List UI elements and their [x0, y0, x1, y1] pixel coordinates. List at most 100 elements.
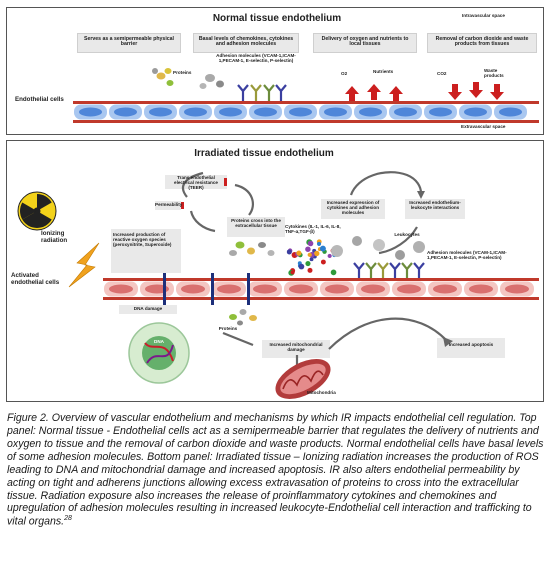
ionizing-radiation-label: Ionizing radiation — [41, 230, 68, 244]
top-panel-title: Normal tissue endothelium — [212, 13, 342, 24]
cytokine-dot — [296, 250, 302, 256]
waste-products-label: Waste products — [484, 68, 504, 78]
feedback-arrow — [189, 210, 216, 233]
mito-damage-label: Increased mitochondrial damage — [269, 342, 323, 352]
cell-nucleus — [499, 107, 522, 117]
protein-blob — [166, 80, 174, 86]
cell-nucleus — [429, 107, 452, 117]
cell-nucleus — [254, 107, 277, 117]
extravasated-proteins — [229, 309, 257, 326]
dna-label: DNA — [154, 339, 164, 344]
permeability-box — [155, 201, 181, 210]
cytokine-dot — [307, 267, 313, 273]
cytokine-expression-label: Increased expression of cytokines and ad… — [326, 200, 380, 215]
cell-nucleus — [469, 284, 493, 294]
adhesion-molecule-icon — [275, 84, 287, 101]
irradiated-tissue-panel: Irradiated tissue endothelium — [6, 140, 544, 402]
cytokines-label: Cytokines (IL-1, IL-6, IL-8, TNF-α,TGF-β… — [285, 224, 341, 234]
cell-nucleus — [289, 284, 313, 294]
cytokine-dot — [290, 270, 295, 275]
vessel-wall-bottom — [73, 120, 539, 123]
cell-nucleus — [324, 107, 347, 117]
irradiated-wall-top — [103, 278, 539, 281]
info-box-basal-text: Basal levels of chemokines, cytokines an… — [198, 36, 294, 48]
caption-text: Figure 2. Overview of vascular endotheli… — [7, 412, 544, 528]
ros-box — [111, 229, 181, 273]
bottom-panel-title: Irradiated tissue endothelium — [194, 148, 334, 159]
adhesion-molecules-group — [237, 84, 287, 101]
info-box-barrier-text: Serves as a semipermeable physical barri… — [84, 36, 174, 48]
mitochondria-label: Mitochondria — [307, 390, 336, 395]
figure-caption: Figure 2. Overview of vascular endotheli… — [7, 412, 547, 529]
endothelial-cells-label: Endothelial cells — [15, 96, 64, 103]
info-box-delivery-text: Delivery of oxygen and nutrients to loca… — [321, 36, 409, 48]
cell-nucleus — [149, 107, 172, 117]
bottom-adhesion-molecules — [353, 262, 425, 279]
cell-nucleus — [217, 284, 241, 294]
cell-nucleus — [397, 284, 421, 294]
mito-damage-box — [262, 340, 330, 358]
cytokine-dot — [319, 245, 326, 252]
dna-damage-box — [119, 305, 177, 314]
o2-arrow-icon — [345, 86, 359, 102]
cell-nucleus — [505, 284, 529, 294]
cytokine-dot — [305, 246, 311, 252]
apoptosis-box — [437, 338, 505, 358]
dna-damage-label: DNA damage — [133, 306, 163, 311]
nutrient-arrow-icon — [389, 86, 403, 102]
o2-label: O2 — [341, 71, 348, 76]
info-box-basal-levels: Basal levels of chemokines, cytokines an… — [193, 33, 299, 53]
feedback-arrow — [181, 171, 204, 198]
protein-blob — [205, 74, 215, 82]
cytokine-dot — [316, 241, 322, 246]
cytokine-dot — [330, 269, 337, 276]
leukocyte-interaction-box — [405, 199, 465, 219]
proteins-below-label: Proteins — [218, 326, 238, 331]
lightning-bolt-icon — [68, 242, 100, 288]
vessel-wall-top — [73, 101, 539, 104]
ros-label: Increased production of reactive oxygen … — [113, 232, 172, 247]
teer-indicator — [224, 178, 227, 186]
mitochondria-icon — [275, 359, 331, 399]
delivery-arrows — [345, 84, 403, 102]
cytokine-dot — [320, 259, 326, 265]
proteins-cross-box — [227, 217, 285, 237]
cell-nucleus — [394, 107, 417, 117]
permeability-indicator — [181, 202, 184, 209]
irradiated-wall-bottom — [103, 297, 539, 300]
cell-nucleus — [253, 284, 277, 294]
teer-label: Trans endothelial electrical resistance … — [174, 175, 218, 190]
leukocytes-label: Leukocytes — [394, 232, 420, 237]
proteins-cross-label: Proteins cross into the extracellular ti… — [231, 218, 281, 228]
cytokine-dot — [327, 253, 332, 259]
cell-nucleus — [464, 107, 487, 117]
junction-gap — [211, 273, 214, 305]
cell-nucleus — [184, 107, 207, 117]
dna-cell-icon — [128, 322, 190, 384]
waste-arrow-icon — [469, 82, 483, 98]
info-box-removal-text: Removal of carbon dioxide and waste prod… — [435, 36, 529, 48]
cytokine-dot — [307, 252, 312, 257]
co2-label: CO2 — [437, 71, 447, 76]
cell-nucleus — [109, 284, 133, 294]
protein-blob — [152, 68, 158, 74]
teer-box — [165, 175, 227, 189]
leukocytes-group — [331, 236, 425, 260]
nutrients-label: Nutrients — [373, 69, 394, 74]
info-box-removal: Removal of carbon dioxide and waste prod… — [427, 33, 537, 53]
cycle-arrow — [328, 317, 448, 350]
arrow-head-icon — [443, 337, 453, 347]
cytokine-dot — [314, 250, 320, 257]
cytokine-dot — [307, 240, 314, 247]
info-box-delivery: Delivery of oxygen and nutrients to loca… — [313, 33, 417, 53]
cycle-arrow — [378, 226, 418, 255]
cell-nucleus — [361, 284, 385, 294]
normal-tissue-panel: Normal tissue endothelium Intravascular … — [6, 7, 544, 135]
permeability-label: Permeability — [155, 202, 183, 207]
waste-arrow-icon — [490, 84, 504, 100]
apoptosis-label: Increased apoptosis — [448, 342, 494, 347]
adhesion-molecules-bottom-label: Adhesion molecules (VCAM-1,ICAM-1,PECAM-… — [427, 250, 507, 260]
arrow-head-icon — [417, 191, 425, 199]
adhesion-molecule-icon — [263, 84, 275, 101]
cytokine-dots — [286, 239, 337, 276]
